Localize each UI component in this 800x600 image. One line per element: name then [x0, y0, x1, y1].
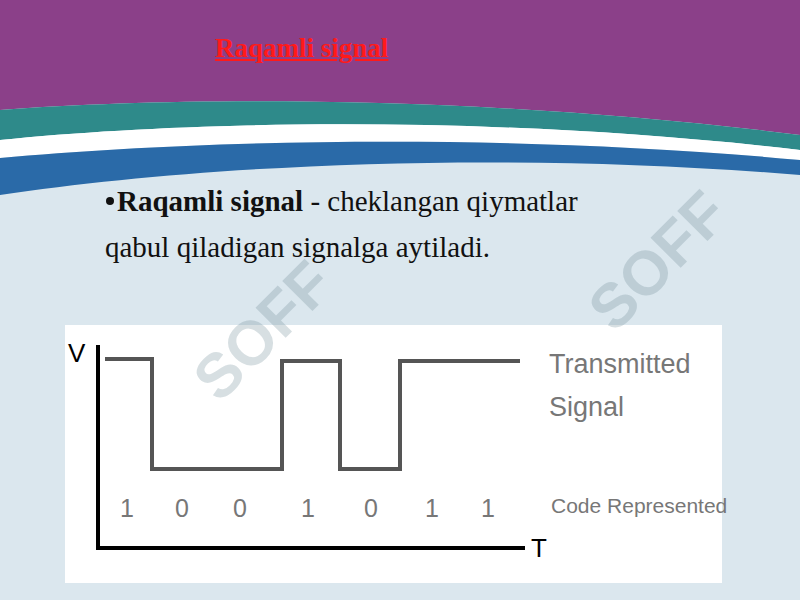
slide-title: Raqamli signal — [215, 33, 388, 64]
bit-value: 0 — [230, 494, 250, 523]
image-panel — [65, 325, 722, 583]
bit-value: 0 — [172, 494, 192, 523]
watermark: SOFF — [179, 247, 346, 414]
signal-label: Transmitted Signal — [549, 343, 709, 429]
bit-value: 1 — [422, 494, 442, 523]
bit-value: 1 — [298, 494, 318, 523]
watermark: SOFF — [574, 177, 741, 344]
bit-value: 1 — [117, 494, 137, 523]
axis-label: T — [531, 533, 547, 564]
bullet-paragraph: Raqamli signal- cheklangan qiymatlar qab… — [105, 178, 605, 270]
axis-label: V — [68, 338, 85, 369]
bullet-dot — [106, 197, 114, 205]
bit-value: 1 — [478, 494, 498, 523]
bullet-dot — [105, 191, 117, 211]
code-label: Code Represented — [551, 494, 727, 518]
axes — [98, 345, 525, 548]
bit-value: 0 — [361, 494, 381, 523]
signal-waveform — [105, 359, 520, 469]
term: Raqamli signal — [117, 185, 303, 217]
